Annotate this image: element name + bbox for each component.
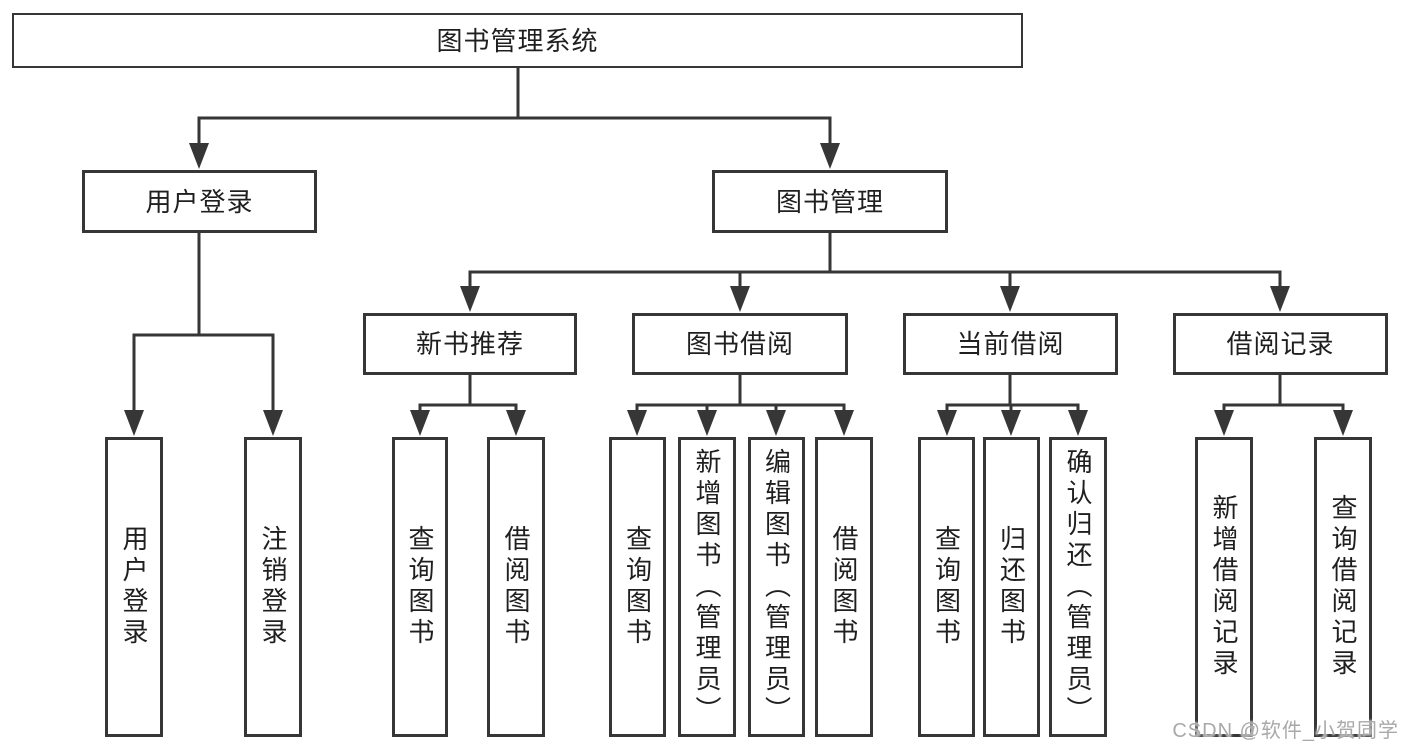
node-nbr-borrow-books: 借阅图书 — [487, 437, 545, 737]
node-bb-borrow-books: 借阅图书 — [815, 437, 873, 737]
node-cb-return-books: 归还图书 — [983, 437, 1040, 737]
node-book-borrowing: 图书借阅 — [632, 313, 848, 375]
node-new-book-recommendation: 新书推荐 — [363, 313, 577, 375]
node-br-query-record: 查询借阅记录 — [1314, 437, 1372, 737]
node-label: 归还图书 — [996, 525, 1027, 649]
node-label: 图书管理系统 — [436, 25, 599, 56]
node-user-login-action: 用户登录 — [105, 437, 163, 737]
node-book-management: 图书管理 — [712, 170, 948, 233]
node-borrowing-records: 借阅记录 — [1173, 313, 1388, 375]
node-label: 查询借阅记录 — [1328, 494, 1358, 680]
node-label: 图书借阅 — [685, 329, 794, 359]
node-cb-query-books: 查询图书 — [918, 437, 975, 737]
node-label: 新增借阅记录 — [1209, 494, 1239, 680]
node-label: 借阅记录 — [1226, 329, 1335, 359]
node-user-login: 用户登录 — [82, 170, 317, 233]
node-bb-query-books: 查询图书 — [609, 437, 666, 737]
node-label: 查询图书 — [622, 525, 653, 649]
node-bb-add-books-admin: 新增图书（管理员） — [678, 437, 736, 737]
node-label: 新增图书（管理员） — [692, 447, 722, 727]
node-library-management-system: 图书管理系统 — [12, 13, 1023, 68]
node-label: 查询图书 — [931, 525, 962, 649]
node-label: 用户登录 — [145, 186, 254, 217]
node-label: 注销登录 — [258, 525, 288, 649]
csdn-watermark: CSDN @软件_小贺同学 — [1172, 720, 1399, 742]
node-label: 借阅图书 — [829, 525, 859, 649]
node-label: 查询图书 — [405, 525, 435, 649]
node-label: 新书推荐 — [415, 329, 524, 359]
node-nbr-query-books: 查询图书 — [392, 437, 448, 737]
node-label: 用户登录 — [119, 525, 149, 649]
node-label: 编辑图书（管理员） — [761, 447, 792, 727]
node-current-borrowing: 当前借阅 — [903, 313, 1118, 375]
node-logout: 注销登录 — [244, 437, 302, 737]
node-cb-confirm-return-admin: 确认归还（管理员） — [1049, 437, 1107, 737]
node-bb-edit-books-admin: 编辑图书（管理员） — [748, 437, 805, 737]
node-label: 借阅图书 — [501, 525, 531, 649]
node-label: 图书管理 — [775, 186, 884, 217]
node-label: 确认归还（管理员） — [1063, 447, 1093, 727]
node-br-add-record: 新增借阅记录 — [1195, 437, 1253, 737]
node-label: 当前借阅 — [956, 329, 1065, 359]
